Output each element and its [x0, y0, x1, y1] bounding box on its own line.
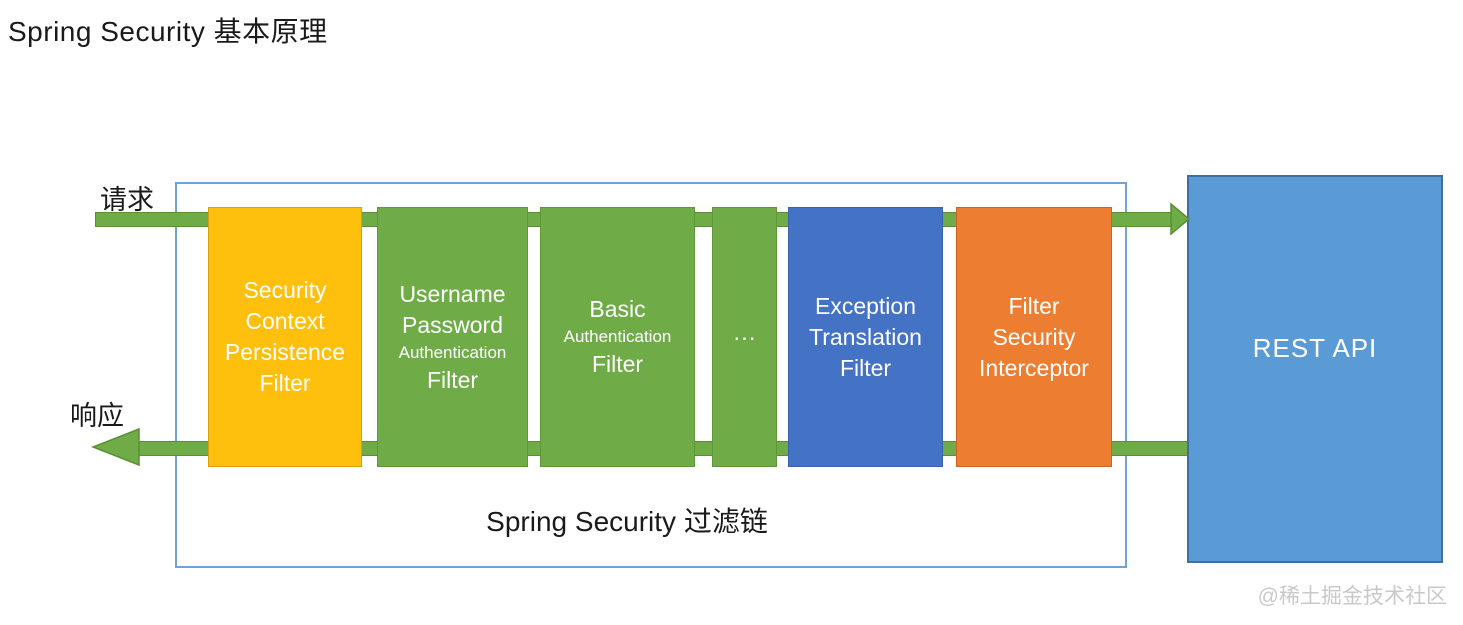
filter-box-label: Exception: [814, 292, 916, 319]
rest-api-label: REST API: [1252, 332, 1378, 363]
filter-box-label: Filter: [839, 354, 892, 381]
arrow-left-icon: [91, 427, 140, 467]
filter-box-more-filters-ellipsis: ···: [712, 207, 777, 467]
filter-box-label: Authentication: [398, 342, 507, 362]
filter-box-label: Security: [243, 277, 327, 303]
rest-api-box: REST API: [1187, 175, 1443, 563]
filter-box-label: Password: [402, 311, 503, 338]
filter-box-label: Security: [992, 323, 1076, 350]
filter-box-label: Filter: [426, 366, 479, 393]
filter-box-label: Persistence: [224, 339, 346, 365]
filter-chain-label: Spring Security 过滤链: [486, 506, 768, 537]
filter-box-label: Translation: [809, 323, 922, 350]
filter-box-label: Filter: [259, 370, 311, 396]
response-label: 响应: [70, 401, 124, 431]
filter-box-label: Username: [399, 280, 506, 307]
filter-chain-container: [175, 182, 1127, 568]
filter-box-label: Interceptor: [979, 354, 1089, 381]
filter-box-label: Context: [245, 308, 325, 334]
filter-box-label: Basic: [589, 296, 646, 322]
request-label: 请求: [100, 185, 154, 215]
filter-box-label: Filter: [591, 351, 644, 377]
arrow-right-icon: [1170, 202, 1191, 236]
filter-box-label: Filter: [1008, 292, 1060, 319]
filter-box-label: Authentication: [563, 327, 672, 346]
watermark: @稀土掘金技术社区: [1257, 585, 1447, 608]
page-title: Spring Security 基本原理: [8, 16, 328, 47]
filter-box-label: ···: [733, 323, 756, 350]
